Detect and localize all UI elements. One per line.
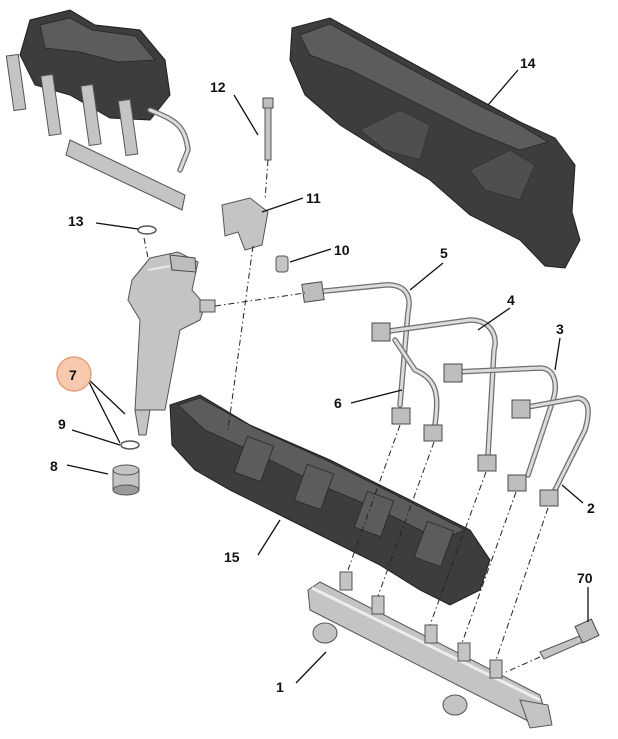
part-8-seal bbox=[112, 464, 140, 496]
part-15-lower-cover bbox=[169, 394, 491, 606]
callout-14[interactable]: 14 bbox=[520, 55, 536, 71]
part-7-injector bbox=[127, 251, 216, 436]
callout-10[interactable]: 10 bbox=[334, 242, 350, 258]
callout-5[interactable]: 5 bbox=[440, 245, 448, 261]
callout-labels: 1 2 3 4 5 6 7 8 9 10 11 12 13 14 15 70 bbox=[50, 55, 595, 695]
part-11-clamp bbox=[221, 197, 269, 251]
callout-6[interactable]: 6 bbox=[334, 395, 342, 411]
callout-70[interactable]: 70 bbox=[577, 570, 593, 586]
callout-7[interactable]: 7 bbox=[69, 367, 77, 383]
part-1-fuel-rail bbox=[307, 571, 553, 729]
part-13-washer bbox=[137, 225, 157, 235]
alignment-lines bbox=[143, 159, 549, 673]
callout-1[interactable]: 1 bbox=[276, 679, 284, 695]
leader-lines bbox=[66, 69, 589, 684]
callout-8[interactable]: 8 bbox=[50, 458, 58, 474]
part-10-spacer bbox=[275, 255, 289, 273]
part-14-cover bbox=[289, 17, 581, 269]
callout-4[interactable]: 4 bbox=[507, 292, 515, 308]
callout-9[interactable]: 9 bbox=[58, 416, 66, 432]
callout-15[interactable]: 15 bbox=[224, 549, 240, 565]
part-9-washer bbox=[120, 440, 140, 450]
part-70-bolt bbox=[539, 618, 600, 660]
callout-2[interactable]: 2 bbox=[587, 500, 595, 516]
engine-overview-thumbnail bbox=[5, 9, 191, 211]
callout-11[interactable]: 11 bbox=[306, 190, 321, 206]
callout-12[interactable]: 12 bbox=[210, 79, 226, 95]
part-12-screw bbox=[262, 97, 274, 161]
callout-13[interactable]: 13 bbox=[68, 213, 84, 229]
high-pressure-pipes bbox=[301, 281, 591, 507]
callout-3[interactable]: 3 bbox=[556, 321, 564, 337]
callout-7-highlight bbox=[56, 356, 92, 392]
